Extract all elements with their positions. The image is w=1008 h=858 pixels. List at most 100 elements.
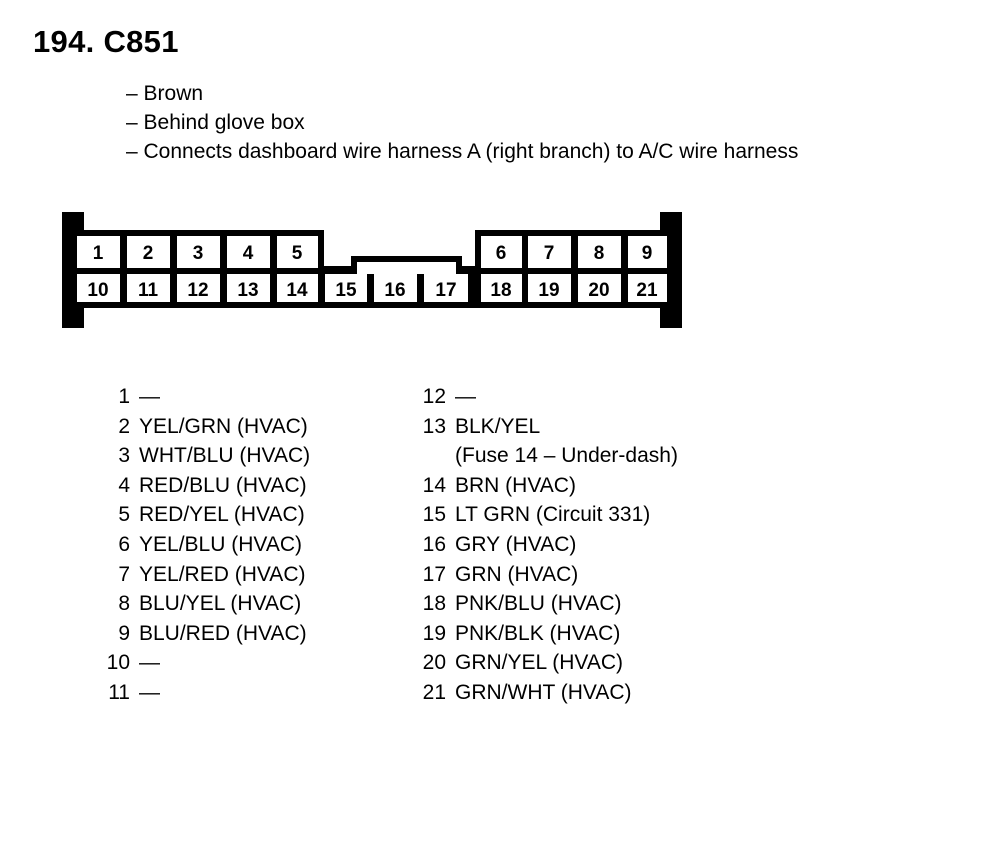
connector-top-right-labels: 6 7 8 9: [496, 243, 653, 264]
pin-entry-label: —: [139, 651, 160, 675]
pin-entry-number: 11: [108, 680, 130, 704]
pin-entry-label: YEL/RED (HVAC): [139, 562, 306, 586]
pin-label-17: 17: [435, 280, 456, 301]
pin-entry-label: RED/YEL (HVAC): [139, 503, 305, 527]
pin-entry: 19 PNK/BLK (HVAC): [412, 619, 742, 649]
pin-label-4: 4: [243, 243, 254, 264]
pin-entry-label: —: [139, 680, 160, 704]
pin-entry-label: GRN (HVAC): [455, 562, 579, 586]
pin-entry-number: 5: [118, 503, 130, 527]
pin-entry-number: 18: [422, 592, 446, 616]
pin-entry-label: GRN/YEL (HVAC): [455, 651, 624, 675]
pin-entry-label: —: [455, 385, 476, 408]
pin-label-3: 3: [193, 243, 204, 264]
pin-entry: 14 BRN (HVAC): [412, 471, 742, 501]
description-line-2: – Behind glove box: [126, 111, 305, 134]
pin-label-9: 9: [642, 243, 653, 264]
pin-entry-number: 10: [106, 651, 130, 675]
pin-entry-label: GRY (HVAC): [455, 532, 577, 556]
pin-label-18: 18: [490, 280, 511, 301]
pin-entry-number: 7: [118, 562, 130, 586]
pin-entry: 10 —: [96, 648, 406, 678]
pin-label-20: 20: [588, 280, 609, 301]
connector-center-tab: [357, 262, 456, 274]
pin-entry-label: PNK/BLU (HVAC): [455, 592, 622, 616]
pin-entry: 5 RED/YEL (HVAC): [96, 500, 406, 530]
pin-entry-number: 9: [118, 621, 130, 645]
pin-label-16: 16: [384, 280, 405, 301]
pin-label-21: 21: [636, 280, 658, 301]
pin-entry-label: YEL/BLU (HVAC): [139, 532, 302, 556]
pin-entry-number: 12: [422, 385, 446, 408]
pin-label-7: 7: [544, 243, 555, 264]
pin-entry: 4 RED/BLU (HVAC): [96, 471, 406, 501]
pin-entry: 3 WHT/BLU (HVAC): [96, 441, 406, 471]
connector-description: – Brown – Behind glove box – Connects da…: [126, 79, 798, 166]
pin-entry-number: 21: [422, 680, 446, 704]
pin-entry-label: BLU/RED (HVAC): [139, 621, 307, 645]
pin-entry: 7 YEL/RED (HVAC): [96, 560, 406, 590]
pin-label-10: 10: [87, 280, 108, 301]
pin-label-14: 14: [286, 280, 308, 301]
pin-entry: 6 YEL/BLU (HVAC): [96, 530, 406, 560]
pin-label-1: 1: [93, 243, 104, 264]
pin-entry-number: 20: [422, 651, 446, 675]
pin-entry: 2 YEL/GRN (HVAC): [96, 412, 406, 442]
pin-entry-label: BRN (HVAC): [455, 473, 576, 497]
pin-entry: 21 GRN/WHT (HVAC): [412, 678, 742, 708]
connector-pinout-diagram: 1 2 3 4 5 6 7 8 9 10 11 12 13 14 15 16 1…: [62, 208, 682, 336]
pin-entry-number: 19: [422, 621, 446, 645]
connector-top-row-right: [481, 236, 667, 268]
pin-entry-number: 14: [422, 473, 446, 497]
pin-entry-label: LT GRN (Circuit 331): [455, 503, 651, 527]
pin-entry: 1—: [96, 382, 406, 412]
pin-label-12: 12: [187, 280, 208, 301]
pin-label-11: 11: [138, 280, 159, 301]
pin-label-6: 6: [496, 243, 507, 264]
connector-bottom-labels: 10 11 12 13 14 15 16 17 18 19 20 21: [87, 280, 658, 301]
description-line-1: – Brown: [126, 82, 204, 105]
pin-entry-number: 13: [422, 414, 446, 438]
pin-entry-label: —: [139, 385, 160, 408]
pin-entry: 9 BLU/RED (HVAC): [96, 619, 406, 649]
description-line-3: – Connects dashboard wire harness A (rig…: [126, 140, 799, 163]
pin-entry-label: WHT/BLU (HVAC): [139, 444, 311, 468]
pin-label-8: 8: [594, 243, 605, 264]
pin-label-2: 2: [143, 243, 154, 264]
pin-entry-label: PNK/BLK (HVAC): [455, 621, 621, 645]
pin-label-15: 15: [335, 280, 357, 301]
pin-entry: 17 GRN (HVAC): [412, 560, 742, 590]
pin-entry-number: 15: [422, 503, 446, 527]
pin-entry: 8 BLU/YEL (HVAC): [96, 589, 406, 619]
connector-bottom-row: [77, 274, 667, 302]
pin-label-13: 13: [237, 280, 258, 301]
connector-top-row-left: [77, 236, 318, 268]
pin-entry: 18 PNK/BLU (HVAC): [412, 589, 742, 619]
pin-list-right-column: 12 — 13 BLK/YEL (Fuse 14 – Under-dash) 14 BRN …: [412, 382, 742, 708]
pin-entry: 11 —: [96, 678, 406, 708]
pin-entry-number: 17: [422, 562, 446, 586]
connector-top-left-labels: 1 2 3 4 5: [93, 243, 303, 264]
pin-entry-label: YEL/GRN (HVAC): [139, 414, 308, 438]
pin-entry-label: (Fuse 14 – Under-dash): [455, 444, 678, 468]
pin-entry: 13 BLK/YEL: [412, 412, 742, 442]
pin-entry-label: BLK/YEL: [455, 414, 541, 438]
pin-entry-number: 3: [118, 444, 130, 468]
pin-entry: 16 GRY (HVAC): [412, 530, 742, 560]
pin-entry-number: 1: [118, 385, 130, 408]
pin-entry: 20 GRN/YEL (HVAC): [412, 648, 742, 678]
pin-entry: 15 LT GRN (Circuit 331): [412, 500, 742, 530]
pin-entry-label: GRN/WHT (HVAC): [455, 680, 632, 704]
pin-entry: 12 —: [412, 382, 742, 412]
pin-entry-number: 8: [118, 592, 130, 616]
page-title: 194. C851: [33, 24, 179, 59]
pin-entry-number: 16: [422, 532, 446, 556]
pin-entry-number: 6: [118, 532, 130, 556]
pin-entry-label: RED/BLU (HVAC): [139, 473, 307, 497]
pin-label-5: 5: [292, 243, 303, 264]
pin-entry-number: 4: [118, 473, 130, 497]
pin-entry-label: BLU/YEL (HVAC): [139, 592, 302, 616]
pin-entry-number: 2: [118, 414, 130, 438]
pin-entry: (Fuse 14 – Under-dash): [412, 441, 742, 471]
